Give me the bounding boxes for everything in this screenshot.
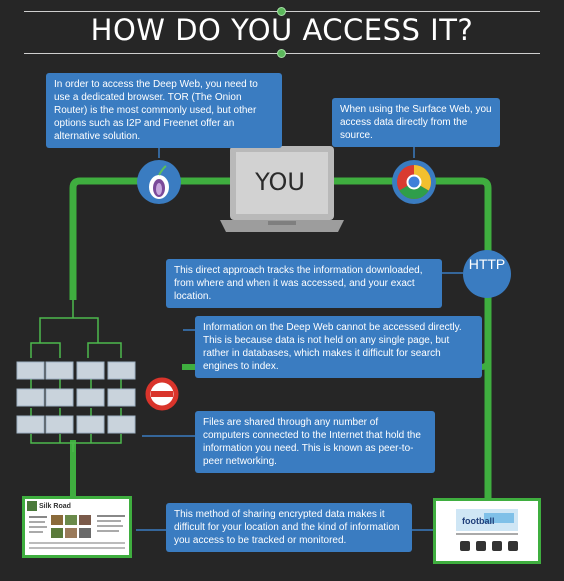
right-surface-line [435,177,492,498]
callout-deep-web-browser: In order to access the Deep Web, you nee… [46,73,282,148]
silk-road-logo: Silk Road [39,503,71,510]
http-circle [463,250,511,298]
page-title: HOW DO YOU ACCESS IT? [90,13,474,47]
chrome-icon [392,160,436,204]
you-label: YOU [255,168,305,196]
title-rule-dot-bottom [277,49,286,58]
silk-road-page-preview [27,501,125,549]
no-entry-icon [145,377,179,411]
http-label: HTTP [468,256,506,272]
p2p-computers [16,361,136,434]
tor-onion-icon [137,160,181,204]
football-logo: football [462,516,495,526]
p2p-wires [30,300,122,452]
left-network-line [69,177,142,300]
football-page-preview [456,509,518,551]
callout-direct-approach: This direct approach tracks the informat… [166,259,442,308]
callout-no-direct-access: Information on the Deep Web cannot be ac… [195,316,482,378]
title-rule-dot-top [277,7,286,16]
callout-encrypted-sharing: This method of sharing encrypted data ma… [166,503,412,552]
silk-road-screenshot: Silk Road [22,496,132,558]
laptop-icon [220,146,344,232]
football-site-screenshot: football [433,498,541,564]
callout-peer-to-peer: Files are shared through any number of c… [195,411,435,473]
callout-surface-web: When using the Surface Web, you access d… [332,98,500,147]
